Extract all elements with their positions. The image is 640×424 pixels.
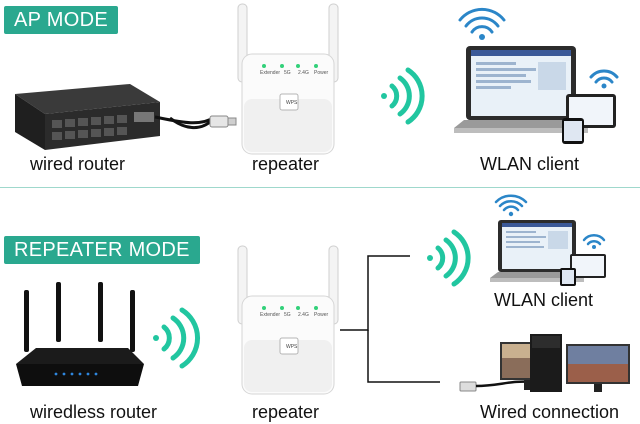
led-label-24g: 2.4G: [298, 70, 309, 76]
wifi-signal-icon: [381, 67, 425, 125]
led-label-power-bottom: Power: [314, 312, 329, 318]
wifi-signal-icon-bottom-right: [427, 229, 471, 287]
repeater-caption-repeater-mode: repeater: [252, 402, 320, 422]
wps-button-bottom[interactable]: WPS: [286, 344, 298, 350]
repeater-caption-ap: repeater: [252, 154, 320, 174]
led-label-power: Power: [314, 70, 329, 76]
ethernet-cable-icon: [169, 115, 237, 129]
wlan-client-devices-bottom: [490, 194, 606, 286]
led-label-5g: 5G: [284, 70, 291, 76]
led-label-24g-bottom: 2.4G: [298, 312, 309, 318]
led-label-extender-bottom: Extender: [260, 312, 281, 318]
led-label-extender: Extender: [260, 70, 281, 76]
wireless-router-caption: wiredless router: [30, 402, 158, 422]
wireless-router-device: [16, 282, 144, 386]
wlan-client-devices: [454, 7, 619, 144]
wired-router-device: [15, 84, 216, 150]
wps-button[interactable]: WPS: [286, 100, 298, 106]
repeater-device: [237, 3, 339, 155]
wired-connection-devices: [459, 334, 630, 392]
wlan-client-caption-ap: WLAN client: [480, 154, 580, 174]
connection-lines: [340, 255, 440, 383]
wired-router-caption: wired router: [30, 154, 126, 174]
wlan-client-caption-repeater-mode: WLAN client: [494, 290, 594, 310]
section-divider: [0, 187, 640, 188]
ap-mode-badge: AP MODE: [4, 6, 118, 34]
wifi-signal-icon-bottom-left: [153, 307, 201, 369]
repeater-mode-badge: REPEATER MODE: [4, 236, 200, 264]
wired-connection-caption: Wired connection: [480, 402, 620, 422]
led-label-5g-bottom: 5G: [284, 312, 291, 318]
repeater-device-bottom: [237, 245, 339, 395]
